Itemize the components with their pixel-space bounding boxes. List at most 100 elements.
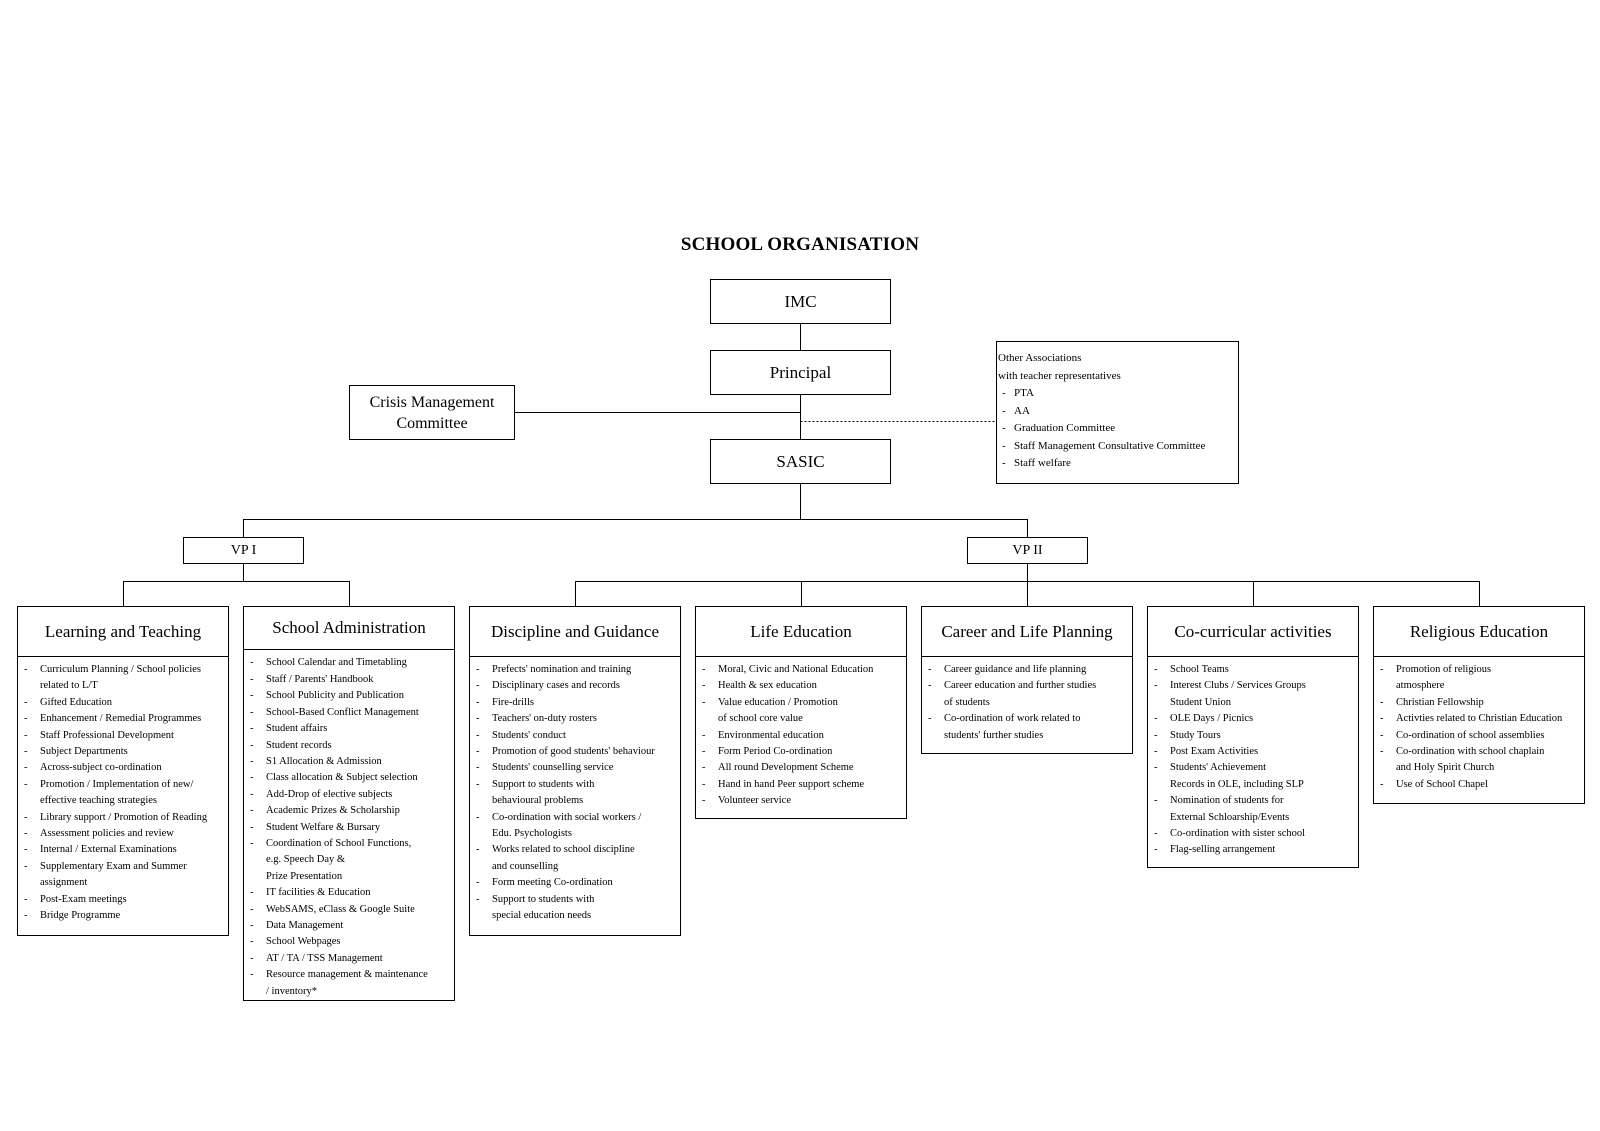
association-item: -Staff welfare <box>998 455 1238 473</box>
list-item-text: Internal / External Examinations <box>40 844 177 856</box>
list-item-text: Class allocation & Subject selection <box>266 772 418 784</box>
list-item: -Support to students with behavioural pr… <box>476 777 676 810</box>
bullet-dash: - <box>1154 795 1158 807</box>
dept-box-co-curricular: Co-curricular activities-School Teams-In… <box>1147 606 1359 868</box>
bullet-dash: - <box>1380 729 1384 741</box>
list-item-text: Environmental education <box>718 729 824 741</box>
bullet-dash: - <box>476 811 480 823</box>
list-item-text: School Calendar and Timetabling <box>266 657 407 669</box>
bullet-dash: - <box>476 664 480 675</box>
list-item: -Volunteer service <box>702 793 902 809</box>
bullet-dash: - <box>928 680 932 692</box>
dept-title: Life Education <box>696 607 906 657</box>
list-item-text: Co-ordination of work related to student… <box>944 713 1081 741</box>
bullet-dash: - <box>250 772 254 784</box>
bullet-dash: - <box>702 680 706 692</box>
dept-title: Religious Education <box>1374 607 1584 657</box>
vp1-box: VP I <box>183 537 304 564</box>
list-item: -Environmental education <box>702 728 902 744</box>
list-item: -Study Tours <box>1154 728 1354 744</box>
list-item-text: Students' counselling service <box>492 762 614 774</box>
bullet-dash: - <box>250 805 254 817</box>
list-item-text: Add-Drop of elective subjects <box>266 788 393 800</box>
list-item-text: Disciplinary cases and records <box>492 680 620 692</box>
list-item-text: Form Period Co-ordination <box>718 746 833 758</box>
list-item-text: Support to students with behavioural pro… <box>492 778 595 807</box>
bullet-dash: - <box>250 837 254 849</box>
bullet-dash: - <box>1002 404 1006 417</box>
bullet-dash: - <box>928 664 932 675</box>
list-item: -Student records <box>250 738 450 754</box>
list-item: -Co-ordination with sister school <box>1154 826 1354 842</box>
list-item: -School Calendar and Timetabling <box>250 655 450 671</box>
list-item: -Disciplinary cases and records <box>476 678 676 694</box>
list-item-text: Resource management & maintenance / inve… <box>266 969 428 997</box>
list-item-text: Nomination of students for External Schl… <box>1170 795 1290 823</box>
list-item: -Value education / Promotion of school c… <box>702 695 902 728</box>
list-item: -Coordination of School Functions, e.g. … <box>250 836 450 885</box>
list-item-text: Bridge Programme <box>40 910 121 922</box>
list-item-text: Staff Professional Development <box>40 729 174 741</box>
list-item: -Career guidance and life planning <box>928 662 1128 678</box>
bullet-dash: - <box>1154 844 1158 856</box>
list-item: -Co-ordination of school assemblies <box>1380 728 1580 744</box>
list-item: -Subject Departments <box>24 744 224 760</box>
list-item: -Promotion of religious atmosphere <box>1380 662 1580 695</box>
list-item: -Staff Professional Development <box>24 728 224 744</box>
list-item-text: Works related to school discipline and c… <box>492 844 635 872</box>
list-item: -Enhancement / Remedial Programmes <box>24 711 224 727</box>
dept-title: Learning and Teaching <box>18 607 228 657</box>
bullet-dash: - <box>24 729 28 741</box>
list-item: -School Webpages <box>250 934 450 950</box>
list-item-text: Student affairs <box>266 723 328 735</box>
list-item: -Academic Prizes & Scholarship <box>250 803 450 819</box>
list-item-text: Across-subject co-ordination <box>40 762 162 774</box>
principal-box: Principal <box>710 350 891 395</box>
list-item: -Curriculum Planning / School policies r… <box>24 662 224 695</box>
bullet-dash: - <box>1154 762 1158 774</box>
bullet-dash: - <box>476 713 480 725</box>
list-item: -WebSAMS, eClass & Google Suite <box>250 902 450 918</box>
bullet-dash: - <box>1002 422 1006 434</box>
list-item-text: Co-ordination with sister school <box>1170 828 1306 840</box>
list-item: -Internal / External Examinations <box>24 842 224 858</box>
bullet-dash: - <box>250 706 254 718</box>
page-title: SCHOOL ORGANISATION <box>680 234 920 255</box>
list-item: -S1 Allocation & Admission <box>250 754 450 770</box>
bullet-dash: - <box>702 696 706 708</box>
bullet-dash: - <box>24 696 28 708</box>
associations-subheading: with teacher representatives <box>998 369 1121 382</box>
bullet-dash: - <box>250 936 254 948</box>
bullet-dash: - <box>476 696 480 708</box>
list-item-text: WebSAMS, eClass & Google Suite <box>266 903 415 915</box>
bullet-dash: - <box>250 657 254 669</box>
list-item-text: Health & sex education <box>718 680 817 692</box>
list-item: -Christian Fellowship <box>1380 695 1580 711</box>
list-item-text: Enhancement / Remedial Programmes <box>40 713 202 725</box>
list-item-text: Flag-selling arrangement <box>1170 844 1276 856</box>
bullet-dash: - <box>1002 387 1006 399</box>
list-item-text: Activties related to Christian Education <box>1396 713 1563 725</box>
list-item: -Assessment policies and review <box>24 826 224 842</box>
association-item: -Graduation Committee <box>998 420 1238 438</box>
bullet-dash: - <box>1380 696 1384 708</box>
bullet-dash: - <box>1380 664 1384 675</box>
list-item-text: S1 Allocation & Admission <box>266 755 382 767</box>
list-item: - Prefects' nomination and training <box>476 662 676 678</box>
list-item: -Data Management <box>250 918 450 934</box>
list-item-text: Gifted Education <box>40 696 113 708</box>
list-item: -Post-Exam meetings <box>24 892 224 908</box>
dept-item-list: -Prefects' nomination and training-Disci… <box>470 657 680 925</box>
list-item-text: Career education and further studies of … <box>944 680 1097 708</box>
dept-item-list: -Career guidance and life planning-Caree… <box>922 657 1132 744</box>
bullet-dash: - <box>24 828 28 840</box>
bullet-dash: - <box>1154 680 1158 692</box>
list-item: -Co-ordination with school chaplain and … <box>1380 744 1580 777</box>
list-item-text: Support to students with special educati… <box>492 893 595 922</box>
list-item: -School Publicity and Publication <box>250 688 450 704</box>
list-item-text: Student records <box>266 739 332 751</box>
list-item: -Activties related to Christian Educatio… <box>1380 711 1580 727</box>
list-item: -Co-ordination with social workers / Edu… <box>476 810 676 843</box>
list-item-text: Prefects' nomination and training <box>492 664 632 675</box>
